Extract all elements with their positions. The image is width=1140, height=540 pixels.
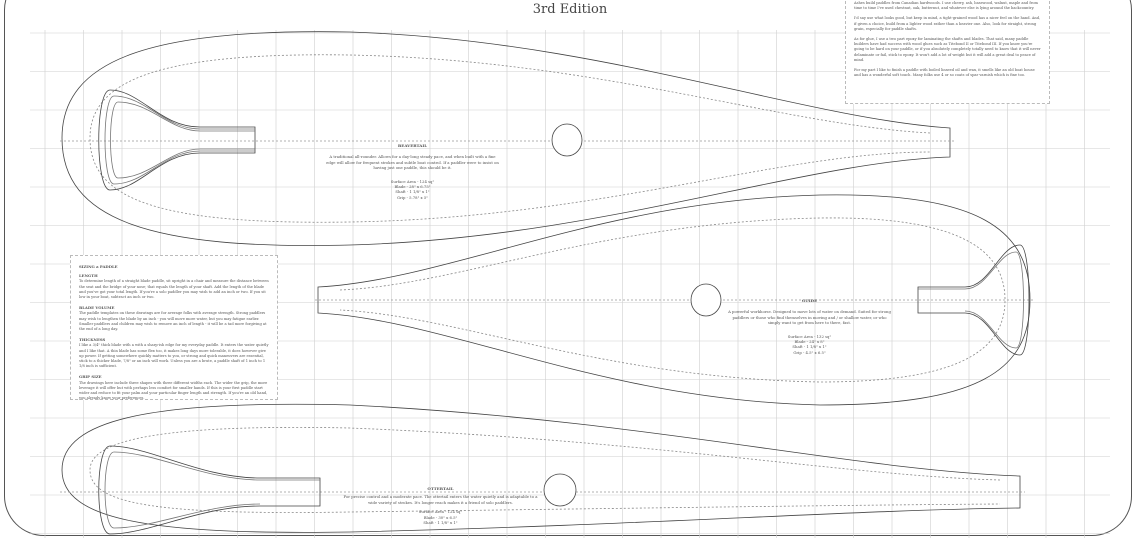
spec-line: Shaft - 1 1/8" x 1" [423, 520, 458, 526]
section-heading: THICKNESS [79, 337, 106, 343]
spec-line: Surface Area - 124 sq" [418, 509, 463, 515]
section-heading: GRIP SIZE [79, 374, 102, 380]
guide-outline [317, 194, 1031, 406]
beavertail-paddle [60, 31, 955, 246]
beavertail-label: BEAVERTAIL A traditional all-rounder. Al… [325, 143, 500, 200]
paddle-name: GUIDE [801, 298, 818, 303]
ottertail-grip-outline [98, 445, 321, 535]
spec-line: Grip - 4.5" x 6.5" [793, 349, 826, 355]
page-border [4, 0, 1132, 536]
paddle-name: OTTERTAIL [427, 486, 454, 491]
grid-lines [30, 30, 1110, 538]
paddle-name: BEAVERTAIL [397, 143, 428, 148]
note-paragraph: Ashes build paddles from Canadian hardwo… [854, 1, 1038, 11]
beavertail-mark-circle [551, 123, 583, 157]
beavertail-inner-line [89, 54, 931, 223]
ottertail-inner-line [89, 426, 1001, 513]
ottertail-label: OTTERTAIL For precise control and a mode… [343, 486, 538, 525]
section-text: The paddle templates on these drawings a… [79, 311, 267, 332]
guide-mark-circle [690, 283, 722, 317]
spec-line: Blade - 28" x 6.75" [394, 184, 431, 190]
spec-line: Grip - 5.78" x 5" [396, 194, 429, 200]
edition-title: 3rd Edition [532, 2, 608, 17]
sizing-title: SIZING a PADDLE [79, 264, 118, 269]
spec-line: Surface Area - 124 sq" [390, 178, 435, 184]
guide-grip-outline [917, 244, 1030, 356]
section-text: I like a 3/4" thick blade with a with a … [79, 343, 269, 369]
spec-line: Blade - 30" x 6.5" [423, 514, 458, 520]
section-text: To determine length of a straight blade … [79, 279, 269, 300]
ottertail-outline [61, 403, 1021, 533]
beavertail-grip-outline [98, 89, 256, 191]
beavertail-grip-narrowest [110, 101, 255, 179]
paddle-description: A powerful workhorse. Designed to move l… [728, 309, 891, 326]
spec-line: Shaft - 1 1/8" x 1" [395, 189, 430, 195]
guide-inner-line [339, 217, 1006, 383]
section-heading: BLADE VOLUME [79, 305, 115, 311]
sizing-note: SIZING a PADDLE LENGTH To determine leng… [70, 255, 278, 400]
note-paragraph: As for glue, I use a two part epoxy for … [854, 37, 1041, 62]
spec-line: Surface Area - 132 sq" [787, 333, 832, 339]
spec-line: Shaft - 1 1/8" x 1" [792, 344, 827, 350]
ottertail-paddle [60, 403, 1025, 535]
ottertail-grip-narrow [104, 451, 320, 529]
beavertail-outline [61, 31, 951, 246]
section-text: The drawings here include three shapes w… [79, 380, 268, 401]
section-heading: LENGTH [79, 273, 98, 279]
guide-label: GUIDE A powerful workhorse. Designed to … [727, 298, 892, 355]
note-paragraph: I'd say use what looks good, but keep in… [854, 16, 1041, 31]
paddle-description: For precise control and a moderate pace.… [343, 494, 538, 505]
guide-grip-narrow [918, 251, 1024, 349]
paddle-description: A traditional all-rounder. Allows for a … [326, 154, 499, 171]
materials-note: Ashes build paddles from Canadian hardwo… [845, 0, 1050, 104]
spec-line: Blade - 24" x 8" [794, 339, 825, 345]
note-paragraph: For my part I like to finish a paddle wi… [854, 68, 1035, 78]
ottertail-mark-circle [543, 473, 577, 507]
guide-paddle [315, 194, 1035, 406]
beavertail-grip-narrow [104, 95, 255, 185]
